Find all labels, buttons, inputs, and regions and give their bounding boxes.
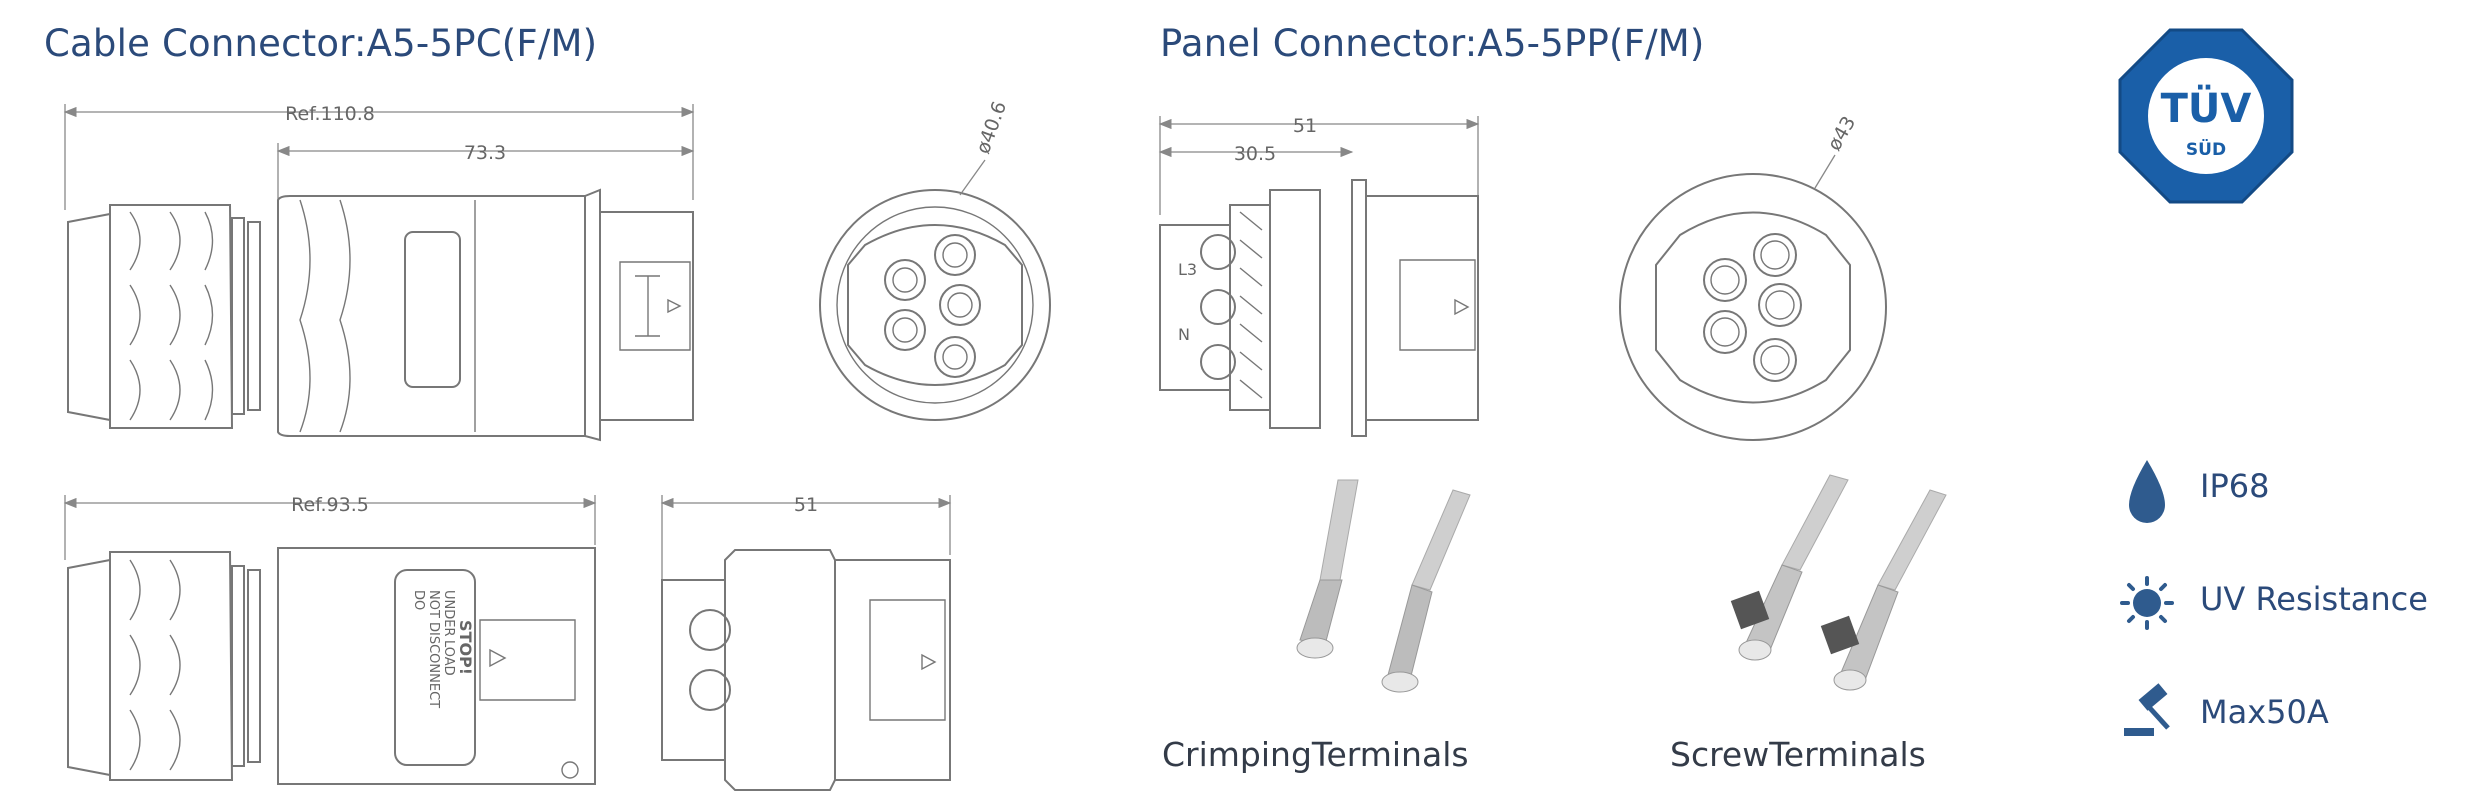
dim-panel-total: 51 <box>1293 115 1317 137</box>
feature-uv-resistance: UV Resistance <box>2200 580 2428 618</box>
cable-connector-side-view: Ref.110.8 73.3 <box>63 103 695 442</box>
warning-label-line2: NOT <box>426 590 441 618</box>
water-drop-icon <box>2129 460 2165 523</box>
cable-connector-short-view: Ref.93.5 DO NOT DISCONNECT UNDER LOAD ST… <box>63 494 597 785</box>
dim-panel-diameter: ø43 <box>1823 112 1860 154</box>
warning-label-line4: UNDER <box>441 590 456 637</box>
feature-ip68: IP68 <box>2200 467 2270 505</box>
dim-ref-short: Ref.93.5 <box>291 494 369 516</box>
dim-ref-total: Ref.110.8 <box>285 103 375 125</box>
feature-max-current: Max50A <box>2200 693 2329 731</box>
pin-mark-l3: L3 <box>1178 260 1197 279</box>
tuv-sud-badge: TÜV SÜD <box>2118 28 2294 204</box>
screw-terminals-caption: ScrewTerminals <box>1670 735 1926 774</box>
panel-connector-side-view: 51 30.5 L3 N <box>1158 115 1480 437</box>
cable-connector-front-section: 51 <box>660 494 952 791</box>
screw-terminals-image <box>1730 474 1947 691</box>
warning-label-line5: LOAD <box>441 640 456 676</box>
cable-connector-title: Cable Connector:A5-5PC(F/M) <box>44 22 598 65</box>
dim-panel-flange: 30.5 <box>1234 143 1276 165</box>
sun-icon <box>2120 576 2174 630</box>
crimping-terminals-image <box>1296 479 1471 693</box>
panel-connector-title: Panel Connector:A5-5PP(F/M) <box>1160 22 1705 65</box>
stop-label: STOP! <box>456 620 475 675</box>
dim-body: 73.3 <box>464 142 506 164</box>
warning-label-line1: DO <box>411 590 426 610</box>
crimping-terminals-caption: CrimpingTerminals <box>1162 735 1469 774</box>
panel-connector-front-view: ø43 <box>1619 112 1887 441</box>
gavel-icon <box>2124 683 2170 736</box>
tuv-badge-line2: SÜD <box>2186 138 2226 160</box>
pin-mark-n: N <box>1178 325 1190 344</box>
dim-cable-diameter: ø40.6 <box>972 99 1011 157</box>
cable-connector-front-view: ø40.6 <box>819 99 1051 421</box>
warning-label-line3: DISCONNECT <box>426 622 441 708</box>
dim-short-body: 51 <box>794 494 818 516</box>
tuv-badge-line1: TÜV <box>2161 84 2252 132</box>
